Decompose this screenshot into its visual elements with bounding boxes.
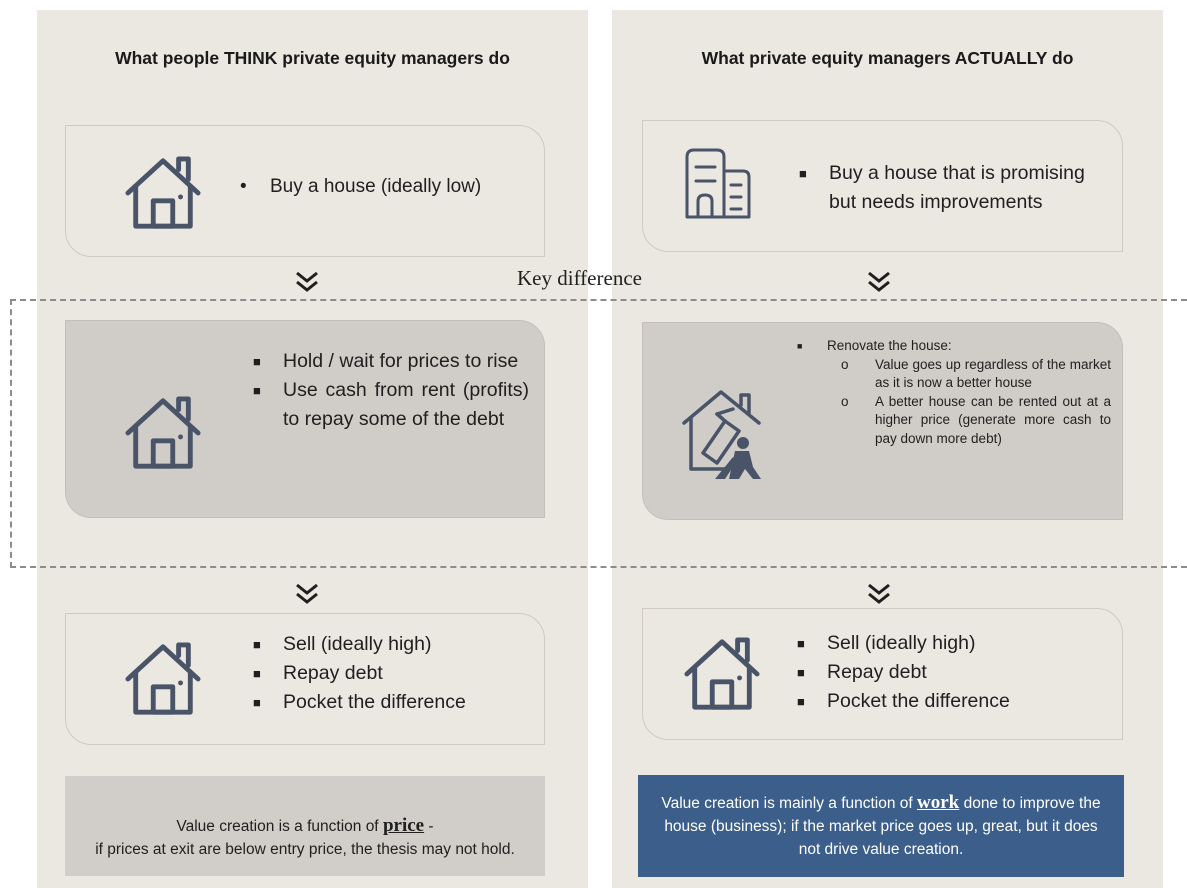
bullet-square: ■ (253, 383, 261, 398)
sub-bullet-circle: o (841, 356, 849, 372)
left-step1-bullet: • Buy a house (ideally low) (240, 176, 482, 197)
right-step2-sub-bullet-1: o Value goes up regardless of the market… (841, 356, 1111, 391)
right-footer-text-post: done to improve the house (business); if… (664, 795, 1101, 858)
left-footer-text-pre: Value creation is a function of (176, 818, 383, 835)
right-step1-bullet: ■ Buy a house that is promising but need… (795, 159, 1115, 217)
right-step2-sub-bullet-2: o A better house can be rented out at a … (841, 393, 1111, 446)
bullet-square: ■ (799, 166, 807, 181)
chevron-down-icon (296, 583, 318, 604)
left-step2-bullet-1: ■ Hold / wait for prices to rise (249, 347, 529, 376)
left-footer-emphasis: price (382, 815, 425, 836)
bullet-dot: • (240, 176, 247, 197)
left-step3-card: ■ Sell (ideally high) ■ Repay debt ■ Poc… (65, 613, 545, 745)
right-step2-card: ■ Renovate the house: o Value goes up re… (642, 322, 1123, 520)
house-icon (125, 396, 201, 469)
right-step3-card: ■ Sell (ideally high) ■ Repay debt ■ Poc… (642, 608, 1123, 740)
bullet-square: ■ (797, 694, 805, 709)
right-step3-bullet-2: ■ Repay debt (793, 658, 1093, 687)
left-step3-bullet-2: ■ Repay debt (249, 659, 529, 688)
left-step3-bullet-1: ■ Sell (ideally high) (249, 630, 529, 659)
house-icon (684, 637, 760, 710)
right-step1-card: ■ Buy a house that is promising but need… (642, 120, 1123, 252)
chevron-down-icon (868, 271, 890, 292)
right-column: What private equity managers ACTUALLY do… (612, 10, 1163, 888)
key-difference-label: Key difference (517, 266, 642, 290)
building-icon (685, 148, 751, 219)
left-step1-card: • Buy a house (ideally low) (65, 125, 545, 257)
right-footer-emphasis: work (917, 792, 960, 813)
left-footer-text-post: - if prices at exit are below entry pric… (95, 818, 515, 858)
left-column-title: What people THINK private equity manager… (115, 48, 510, 68)
right-footer-text-pre: Value creation is mainly a function of (661, 795, 918, 812)
left-footer: Value creation is a function of price - … (65, 776, 545, 876)
left-step2-bullet-2: ■ Use cash from rent (profits) to repay … (249, 376, 529, 434)
bullet-square: ■ (797, 636, 805, 651)
house-icon (125, 156, 201, 229)
left-step3-bullet-3: ■ Pocket the difference (249, 688, 529, 717)
right-column-title: What private equity managers ACTUALLY do (701, 48, 1074, 68)
renovation-icon (682, 390, 761, 479)
bullet-square: ■ (253, 666, 261, 681)
bullet-square: ■ (797, 665, 805, 680)
bullet-square: ■ (253, 637, 261, 652)
left-column: What people THINK private equity manager… (37, 10, 588, 888)
left-step2-card: ■ Hold / wait for prices to rise ■ Use c… (65, 320, 545, 518)
bullet-square: ■ (797, 341, 803, 351)
right-step3-bullet-3: ■ Pocket the difference (793, 687, 1093, 716)
key-difference-dashed-box (10, 299, 1187, 568)
bullet-square: ■ (253, 695, 261, 710)
chevron-down-icon (868, 583, 890, 604)
sub-bullet-circle: o (841, 393, 849, 409)
right-step2-heading: ■ Renovate the house: (793, 337, 1111, 356)
chevron-down-icon (296, 271, 318, 292)
house-icon (125, 642, 201, 715)
right-footer: Value creation is mainly a function of w… (638, 775, 1124, 877)
right-step3-bullet-1: ■ Sell (ideally high) (793, 629, 1093, 658)
bullet-square: ■ (253, 354, 261, 369)
